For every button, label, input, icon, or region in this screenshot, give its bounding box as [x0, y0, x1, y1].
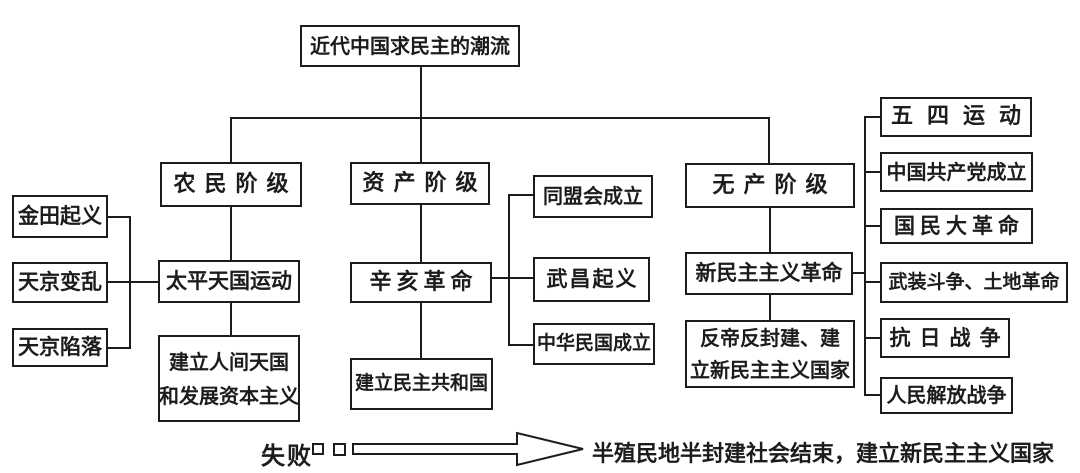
node-tianjing-fall: 天京陷落 — [12, 328, 108, 367]
node-roc-founding: 中华民国成立 — [533, 323, 655, 365]
connector-armedstruggle-stub — [864, 281, 880, 283]
peasant-class-label: 农民阶级 — [173, 170, 298, 197]
taiping-movement-label: 太平天国运动 — [166, 268, 292, 294]
node-bourgeois-class: 资产阶级 — [350, 162, 490, 205]
may-fourth-label: 五四运动 — [891, 103, 1036, 130]
connector-xinhai-events — [492, 277, 533, 279]
node-ccp-founding: 中国共产党成立 — [880, 152, 1033, 192]
failure-square-2 — [333, 443, 346, 456]
connector-proletariat-drop — [768, 117, 770, 163]
newdem-goal-line2: 立新民主主义国家 — [690, 358, 850, 382]
node-tianjing-incident: 天京变乱 — [12, 262, 108, 303]
ccp-founding-label: 中国共产党成立 — [886, 159, 1027, 184]
node-taiping-movement: 太平天国运动 — [158, 260, 300, 303]
failure-square-1 — [312, 443, 324, 455]
roc-founding-label: 中华民国成立 — [536, 332, 651, 355]
node-tongmenghui: 同盟会成立 — [533, 175, 653, 218]
node-wuchang-uprising: 武昌起义 — [533, 257, 650, 302]
node-title: 近代中国求民主的潮流 — [300, 25, 520, 67]
armed-struggle-label: 武装斗争、土地革命 — [888, 270, 1060, 293]
node-newdem-goal: 反帝反封建、建 立新民主主义国家 — [685, 320, 855, 388]
connector-newdem-goal — [769, 294, 771, 320]
connector-title-drop — [420, 66, 422, 164]
connector-bourgeois-movement — [420, 205, 422, 262]
title-label: 近代中国求民主的潮流 — [310, 33, 510, 58]
connector-branch-horizontal — [230, 117, 770, 119]
connector-right-events-rail — [864, 116, 866, 396]
connector-fall-stub — [108, 347, 131, 349]
node-proletariat-class: 无产阶级 — [685, 163, 855, 208]
republic-goal-label: 建立民主共和国 — [354, 372, 488, 395]
connector-incident-stub — [108, 281, 158, 283]
tianjing-fall-label: 天京陷落 — [18, 334, 102, 360]
node-may-fourth: 五四运动 — [880, 97, 1032, 137]
tianjing-incident-label: 天京变乱 — [18, 269, 102, 295]
anti-japanese-war-label: 抗日战争 — [889, 324, 1010, 350]
connector-mayfourth-stub — [864, 116, 880, 118]
connector-newdem-events — [853, 272, 866, 274]
liberation-war-label: 人民解放战争 — [886, 383, 1007, 407]
wuchang-uprising-label: 武昌起义 — [546, 266, 639, 292]
connector-antijapanese-stub — [864, 337, 880, 339]
connector-peasant-drop — [230, 117, 232, 162]
proletariat-class-label: 无产阶级 — [712, 171, 837, 198]
newdem-goal-line1: 反帝反封建、建 — [700, 326, 840, 350]
taiping-goal-line2: 和发展资本主义 — [159, 383, 299, 408]
failure-label: 失败 — [261, 441, 313, 470]
taiping-goal-line1: 建立人间天国 — [169, 349, 289, 374]
connector-proletariat-movement — [769, 208, 771, 252]
xinhai-revolution-label: 辛亥革命 — [369, 268, 478, 295]
connector-ccp-stub — [864, 171, 880, 173]
node-national-revolution: 国民大革命 — [880, 208, 1033, 244]
national-revolution-label: 国民大革命 — [894, 212, 1024, 238]
tongmenghui-label: 同盟会成立 — [543, 184, 643, 208]
bourgeois-class-label: 资产阶级 — [362, 169, 487, 196]
node-republic-goal: 建立民主共和国 — [350, 358, 493, 410]
connector-nationalrev-stub — [864, 225, 880, 227]
connector-jintian-stub — [108, 216, 131, 218]
node-jintian-uprising: 金田起义 — [12, 195, 108, 238]
connector-taiping-goal — [230, 302, 232, 335]
node-taiping-goal: 建立人间天国 和发展资本主义 — [158, 335, 300, 422]
result-arrow-icon — [352, 431, 584, 467]
connector-mid-events-rail — [508, 194, 510, 346]
node-liberation-war: 人民解放战争 — [880, 377, 1013, 414]
jintian-uprising-label: 金田起义 — [18, 203, 102, 229]
connector-roc-stub — [508, 344, 533, 346]
node-peasant-class: 农民阶级 — [160, 162, 302, 207]
connector-peasant-movement — [230, 206, 232, 260]
connector-xinhai-goal — [420, 301, 422, 358]
node-newdem-revolution: 新民主主义革命 — [685, 252, 853, 295]
node-anti-japanese-war: 抗日战争 — [880, 318, 1010, 358]
result-text: 半殖民地半封建社会结束，建立新民主主义国家 — [592, 441, 1055, 467]
newdem-revolution-label: 新民主主义革命 — [695, 260, 843, 286]
node-armed-struggle: 武装斗争、土地革命 — [880, 262, 1068, 303]
connector-liberation-stub — [864, 394, 880, 396]
node-xinhai-revolution: 辛亥革命 — [350, 262, 492, 303]
connector-tongmenghui-stub — [508, 194, 533, 196]
